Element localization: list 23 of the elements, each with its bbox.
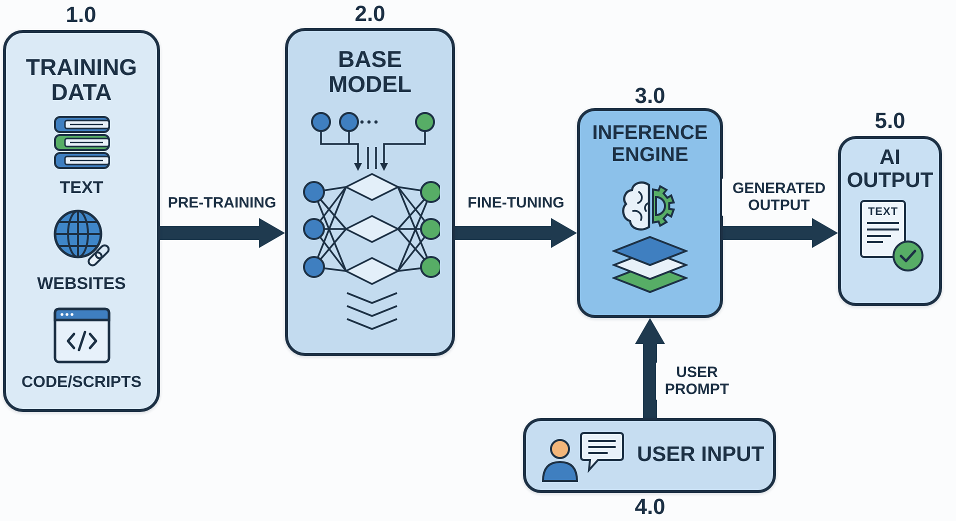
box-title: INFERENCE ENGINE: [591, 123, 709, 166]
step-number: 3.0: [634, 84, 666, 108]
process-box: [838, 136, 942, 306]
item-label: CODE/SCRIPTS: [21, 374, 142, 392]
item-label: WEBSITES: [37, 275, 126, 294]
box-title: TRAINING DATA: [24, 55, 138, 105]
step-number: 5.0: [874, 108, 906, 134]
box-title: AI OUTPUT: [846, 147, 934, 192]
box-title: BASE MODEL: [327, 47, 413, 97]
process-box: [285, 28, 455, 356]
item-label: TEXT: [60, 178, 104, 198]
arrow: [160, 218, 285, 248]
box-title: USER INPUT: [637, 444, 764, 467]
process-box: [3, 30, 160, 412]
step-number: 1.0: [66, 2, 96, 28]
process-box: [523, 418, 776, 493]
document-label: TEXT: [868, 207, 898, 218]
arrow: [723, 218, 838, 248]
step-number: 4.0: [634, 494, 666, 520]
arrow: [635, 318, 665, 418]
process-box: [577, 108, 723, 318]
arrow: [455, 218, 577, 248]
step-number: 2.0: [354, 2, 386, 26]
